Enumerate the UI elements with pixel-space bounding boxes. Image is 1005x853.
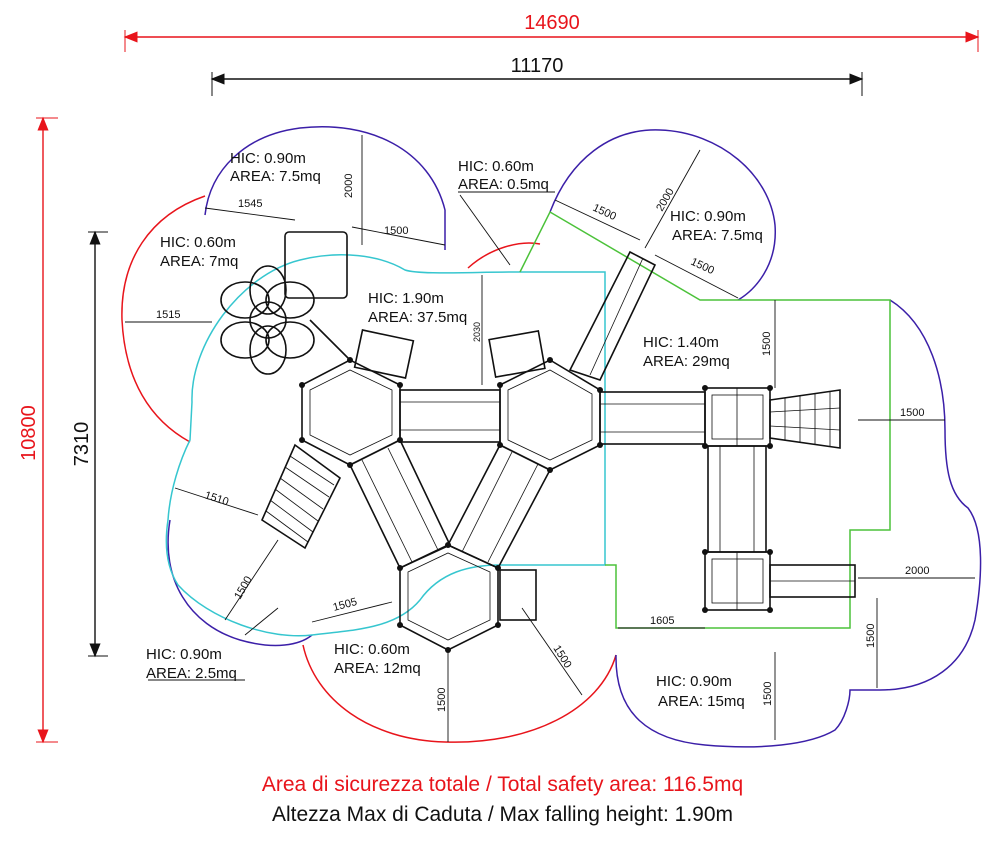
square-tower-lower [704,551,771,611]
posts [299,357,773,653]
overall-depth-label: 10800 [18,405,40,461]
zone-dim: 1500 [436,688,448,712]
zone-dim: 1500 [762,682,774,706]
zone-area: AREA: 12mq [334,660,421,677]
zone-dim: 1515 [156,309,180,321]
panel-bottom-right [499,569,537,621]
zone-area: AREA: 7.5mq [672,227,763,244]
zone-hic: HIC: 0.60m [334,641,410,658]
zone-dim: 1500 [689,256,716,277]
zone-dim: 2000 [905,565,929,577]
hex-deck-left [301,359,401,466]
zone-label-center: HIC: 1.90m AREA: 37.5mq 2030 [368,290,482,342]
blue-zone-top-left [204,126,446,250]
zone-dimension-lines [125,135,975,742]
swing-seat-top [284,231,348,299]
climbing-net-right [769,389,841,449]
max-falling-height-text: Altezza Max di Caduta / Max falling heig… [271,803,734,826]
zone-area: AREA: 7.5mq [230,168,321,185]
roof-panel-left [353,329,415,379]
total-safety-area-text: Area di sicurezza totale / Total safety … [261,773,744,796]
zone-dim: 1500 [865,624,877,648]
blue-zone-top-right [549,129,776,301]
overall-width-dimension: 14690 [123,12,980,52]
zone-dim: 1500 [591,202,618,223]
equipment-depth-label: 7310 [71,422,93,467]
zone-area: AREA: 37.5mq [368,309,467,326]
zone-dim: 1500 [761,332,773,356]
green-zone-right [519,210,891,629]
zone-area: AREA: 7mq [160,253,238,270]
slide-right-lower [769,564,856,598]
zone-hic: HIC: 0.90m [146,646,222,663]
zone-hic: HIC: 0.90m [670,208,746,225]
bridge-left-center [399,389,501,443]
bridge-center-right [599,391,706,445]
roof-panel-center [488,330,546,378]
bridge-diagonal-right [446,443,552,570]
zone-dim: 1605 [650,615,674,627]
zone-dim: 1500 [232,574,255,601]
zone-area: AREA: 2.5mq [146,665,237,682]
zone-label-bottom-center: HIC: 0.60m AREA: 12mq 1500 1500 [334,641,574,712]
overall-width-label: 14690 [524,12,580,34]
zone-dim: 1500 [550,643,573,670]
slide-top-right [568,250,657,381]
red-zone-top-center [467,242,541,269]
bridge-diagonal-left [348,438,452,570]
stair-left [260,443,342,550]
zone-area: AREA: 15mq [658,693,745,710]
zone-area: AREA: 0.5mq [458,176,549,193]
blue-zone-right [615,299,982,748]
equipment-depth-dimension: 7310 [71,230,108,658]
zone-label-bottom-right: HIC: 0.90m AREA: 15mq 1500 [656,673,774,710]
zone-area: AREA: 29mq [643,353,730,370]
zone-label-top-right: HIC: 0.90m AREA: 7.5mq 1500 2000 1500 [591,186,763,277]
hex-deck-center [499,359,601,471]
zone-label-left: HIC: 0.60m AREA: 7mq 1515 [156,234,238,321]
bridge-vertical-right [707,445,767,553]
safety-area-outlines [121,126,982,748]
zone-dim: 2030 [472,322,482,342]
zone-label-right: HIC: 1.40m AREA: 29mq 1500 1500 2000 160… [643,332,929,648]
zone-label-top-left: HIC: 0.90m AREA: 7.5mq 1545 2000 1500 [230,150,408,237]
red-zone-left [121,195,206,443]
zone-dim: 1545 [238,198,262,210]
overall-depth-dimension: 10800 [18,116,58,744]
red-zone-bottom [302,644,617,743]
zone-hic: HIC: 0.60m [458,158,534,175]
zone-dim: 1500 [900,407,924,419]
blue-zone-bottom-left [167,519,313,647]
zone-hic: HIC: 0.60m [160,234,236,251]
spiral-slide [220,265,351,375]
zone-dim: 2000 [343,174,355,198]
zone-dim: 1510 [203,489,230,508]
equipment-width-dimension: 11170 [210,55,864,96]
cyan-zone-center [165,254,606,637]
zone-hic: HIC: 0.90m [656,673,732,690]
equipment-width-label: 11170 [511,55,564,77]
zone-hic: HIC: 1.40m [643,334,719,351]
square-tower-upper [704,387,771,447]
zone-label-top-center: HIC: 0.60m AREA: 0.5mq [458,158,549,193]
zone-dim: 1500 [384,225,408,237]
zone-hic: HIC: 0.90m [230,150,306,167]
play-structure [220,231,856,653]
zone-hic: HIC: 1.90m [368,290,444,307]
